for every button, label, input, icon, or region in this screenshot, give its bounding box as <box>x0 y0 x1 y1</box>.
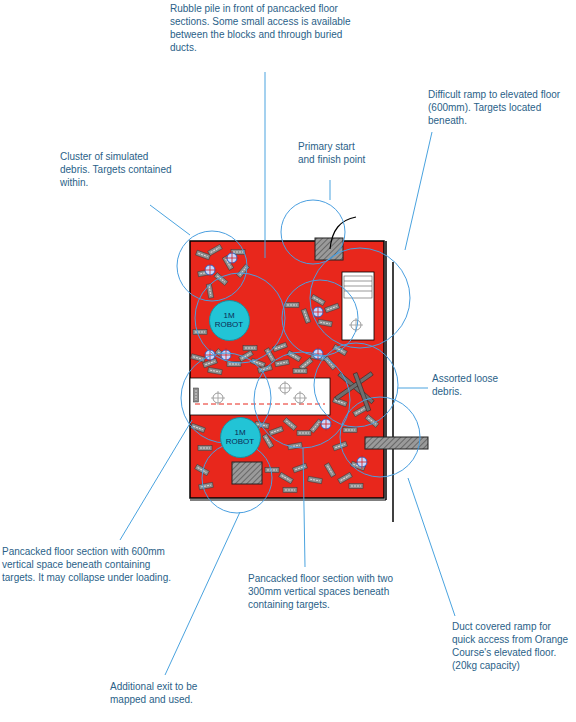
leader-lines <box>120 72 455 675</box>
callout-text: Primary start and finish point <box>298 140 373 166</box>
pancake-floor-band <box>190 378 330 415</box>
callout-text: Difficult ramp to elevated floor (600mm)… <box>428 88 574 127</box>
callout-text: Duct covered ramp for quick access from … <box>452 620 574 672</box>
robot-label: 1M ROBOT <box>214 311 244 329</box>
callout-text: Assorted loose debris. <box>432 372 512 398</box>
zone-circles <box>177 200 420 513</box>
callout-text: Additional exit to be mapped and used. <box>110 680 205 706</box>
callout-text: Pancacked floor section with two 300mm v… <box>248 572 413 611</box>
arena-floor <box>190 241 393 522</box>
callout-text: Pancacked floor section with 600mm verti… <box>2 545 172 584</box>
robot-label: 1M ROBOT <box>225 428 255 446</box>
elevated-floor <box>342 272 374 340</box>
debris <box>191 244 379 492</box>
hatched-structures <box>232 217 428 484</box>
robot-circle: 1M ROBOT <box>209 300 250 341</box>
callout-text: Cluster of simulated debris. Targets con… <box>60 150 178 189</box>
targets <box>203 251 369 469</box>
robot-circle: 1M ROBOT <box>220 417 261 458</box>
callout-text: Rubble pile in front of pancacked floor … <box>170 2 355 54</box>
